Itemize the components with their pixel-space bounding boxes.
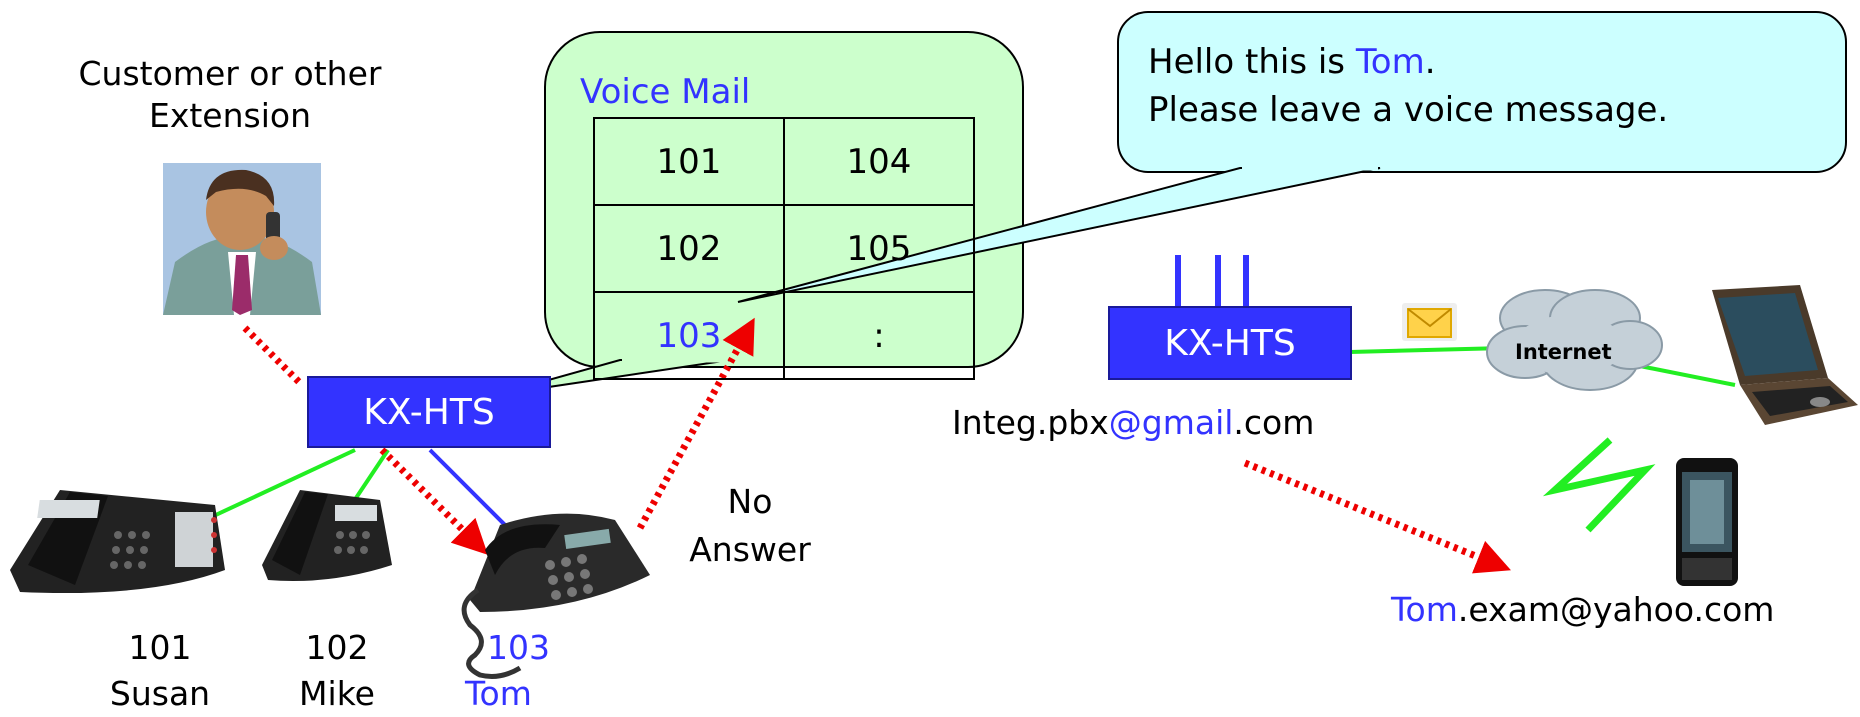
no-answer-line2: Answer — [689, 530, 811, 569]
greeting-suffix: . — [1424, 42, 1436, 82]
extension-name: Mike — [299, 674, 375, 713]
no-answer-line1: No — [727, 482, 773, 521]
table-row: 102 105 — [593, 204, 975, 293]
pbx-right-box: KX-HTS — [1108, 306, 1352, 380]
forward-email-rest: .exam@yahoo.com — [1457, 590, 1775, 629]
pbx-email-tld: .com — [1233, 403, 1315, 442]
antenna-icon — [1175, 255, 1249, 308]
internet-label: Internet — [1515, 340, 1612, 364]
arrow-caller-to-pbx — [242, 325, 305, 388]
person-on-phone-icon — [163, 163, 321, 315]
table-row: 103 : — [593, 291, 975, 380]
desk-phone-icon — [262, 490, 392, 581]
caller-label-line1: Customer or other — [78, 54, 382, 93]
greeting-text: Hello this is Tom. Please leave a voice … — [1148, 38, 1668, 134]
mailbox-103: 103 — [593, 291, 785, 380]
pbx-email-address: Integ.pbx@gmail.com — [952, 403, 1314, 442]
laptop-icon — [1712, 285, 1858, 425]
pbx-email-domain: @gmail — [1108, 403, 1234, 442]
extension-mike: 102 Mike — [277, 625, 397, 717]
mailbox-104: 104 — [783, 117, 975, 206]
extension-susan: 101 Susan — [100, 625, 220, 717]
caller-label-line2: Extension — [148, 96, 311, 135]
mailbox-more: : — [783, 291, 975, 380]
arrow-tom-to-voicemail — [636, 317, 755, 530]
extension-number: 102 — [305, 628, 369, 667]
greeting-line1: Hello this is Tom. — [1148, 38, 1668, 86]
pbx-email-user: Integ.pbx — [952, 403, 1109, 442]
greeting-line2: Please leave a voice message. — [1148, 90, 1669, 130]
arrow-pbx-to-tom — [379, 447, 488, 555]
voicemail-title: Voice Mail — [580, 72, 751, 112]
desk-phone-icon — [461, 513, 650, 679]
call-flow-arrows — [242, 317, 1511, 574]
mailbox-105: 105 — [783, 204, 975, 293]
smartphone-icon — [1676, 458, 1738, 586]
tom-phone-link — [428, 448, 517, 537]
greeting-prefix: Hello this is — [1148, 42, 1356, 82]
forward-email-name: Tom — [1391, 590, 1458, 629]
greeting-name: Tom — [1355, 42, 1425, 82]
envelope-icon — [1402, 303, 1457, 341]
forward-email-address: Tom.exam@yahoo.com — [1391, 590, 1774, 629]
mailbox-102: 102 — [593, 204, 785, 293]
extension-number: 103 — [487, 628, 550, 667]
desk-phone-icon — [10, 490, 225, 594]
cloud-icon — [1486, 289, 1663, 391]
voicemail-mailbox-table: 101 104 102 105 103 : — [593, 117, 975, 380]
extension-tom: 103 Tom — [465, 625, 585, 717]
mailbox-101: 101 — [593, 117, 785, 206]
pbx-left-box: KX-HTS — [307, 376, 551, 448]
extension-name: Tom — [465, 674, 532, 713]
extension-name: Susan — [109, 674, 211, 713]
extension-number: 101 — [128, 628, 192, 667]
caller-label: Customer or other Extension — [60, 53, 400, 137]
table-row: 101 104 — [593, 117, 975, 206]
no-answer-label: No Answer — [680, 478, 820, 574]
arrow-email-forward — [1243, 459, 1511, 574]
